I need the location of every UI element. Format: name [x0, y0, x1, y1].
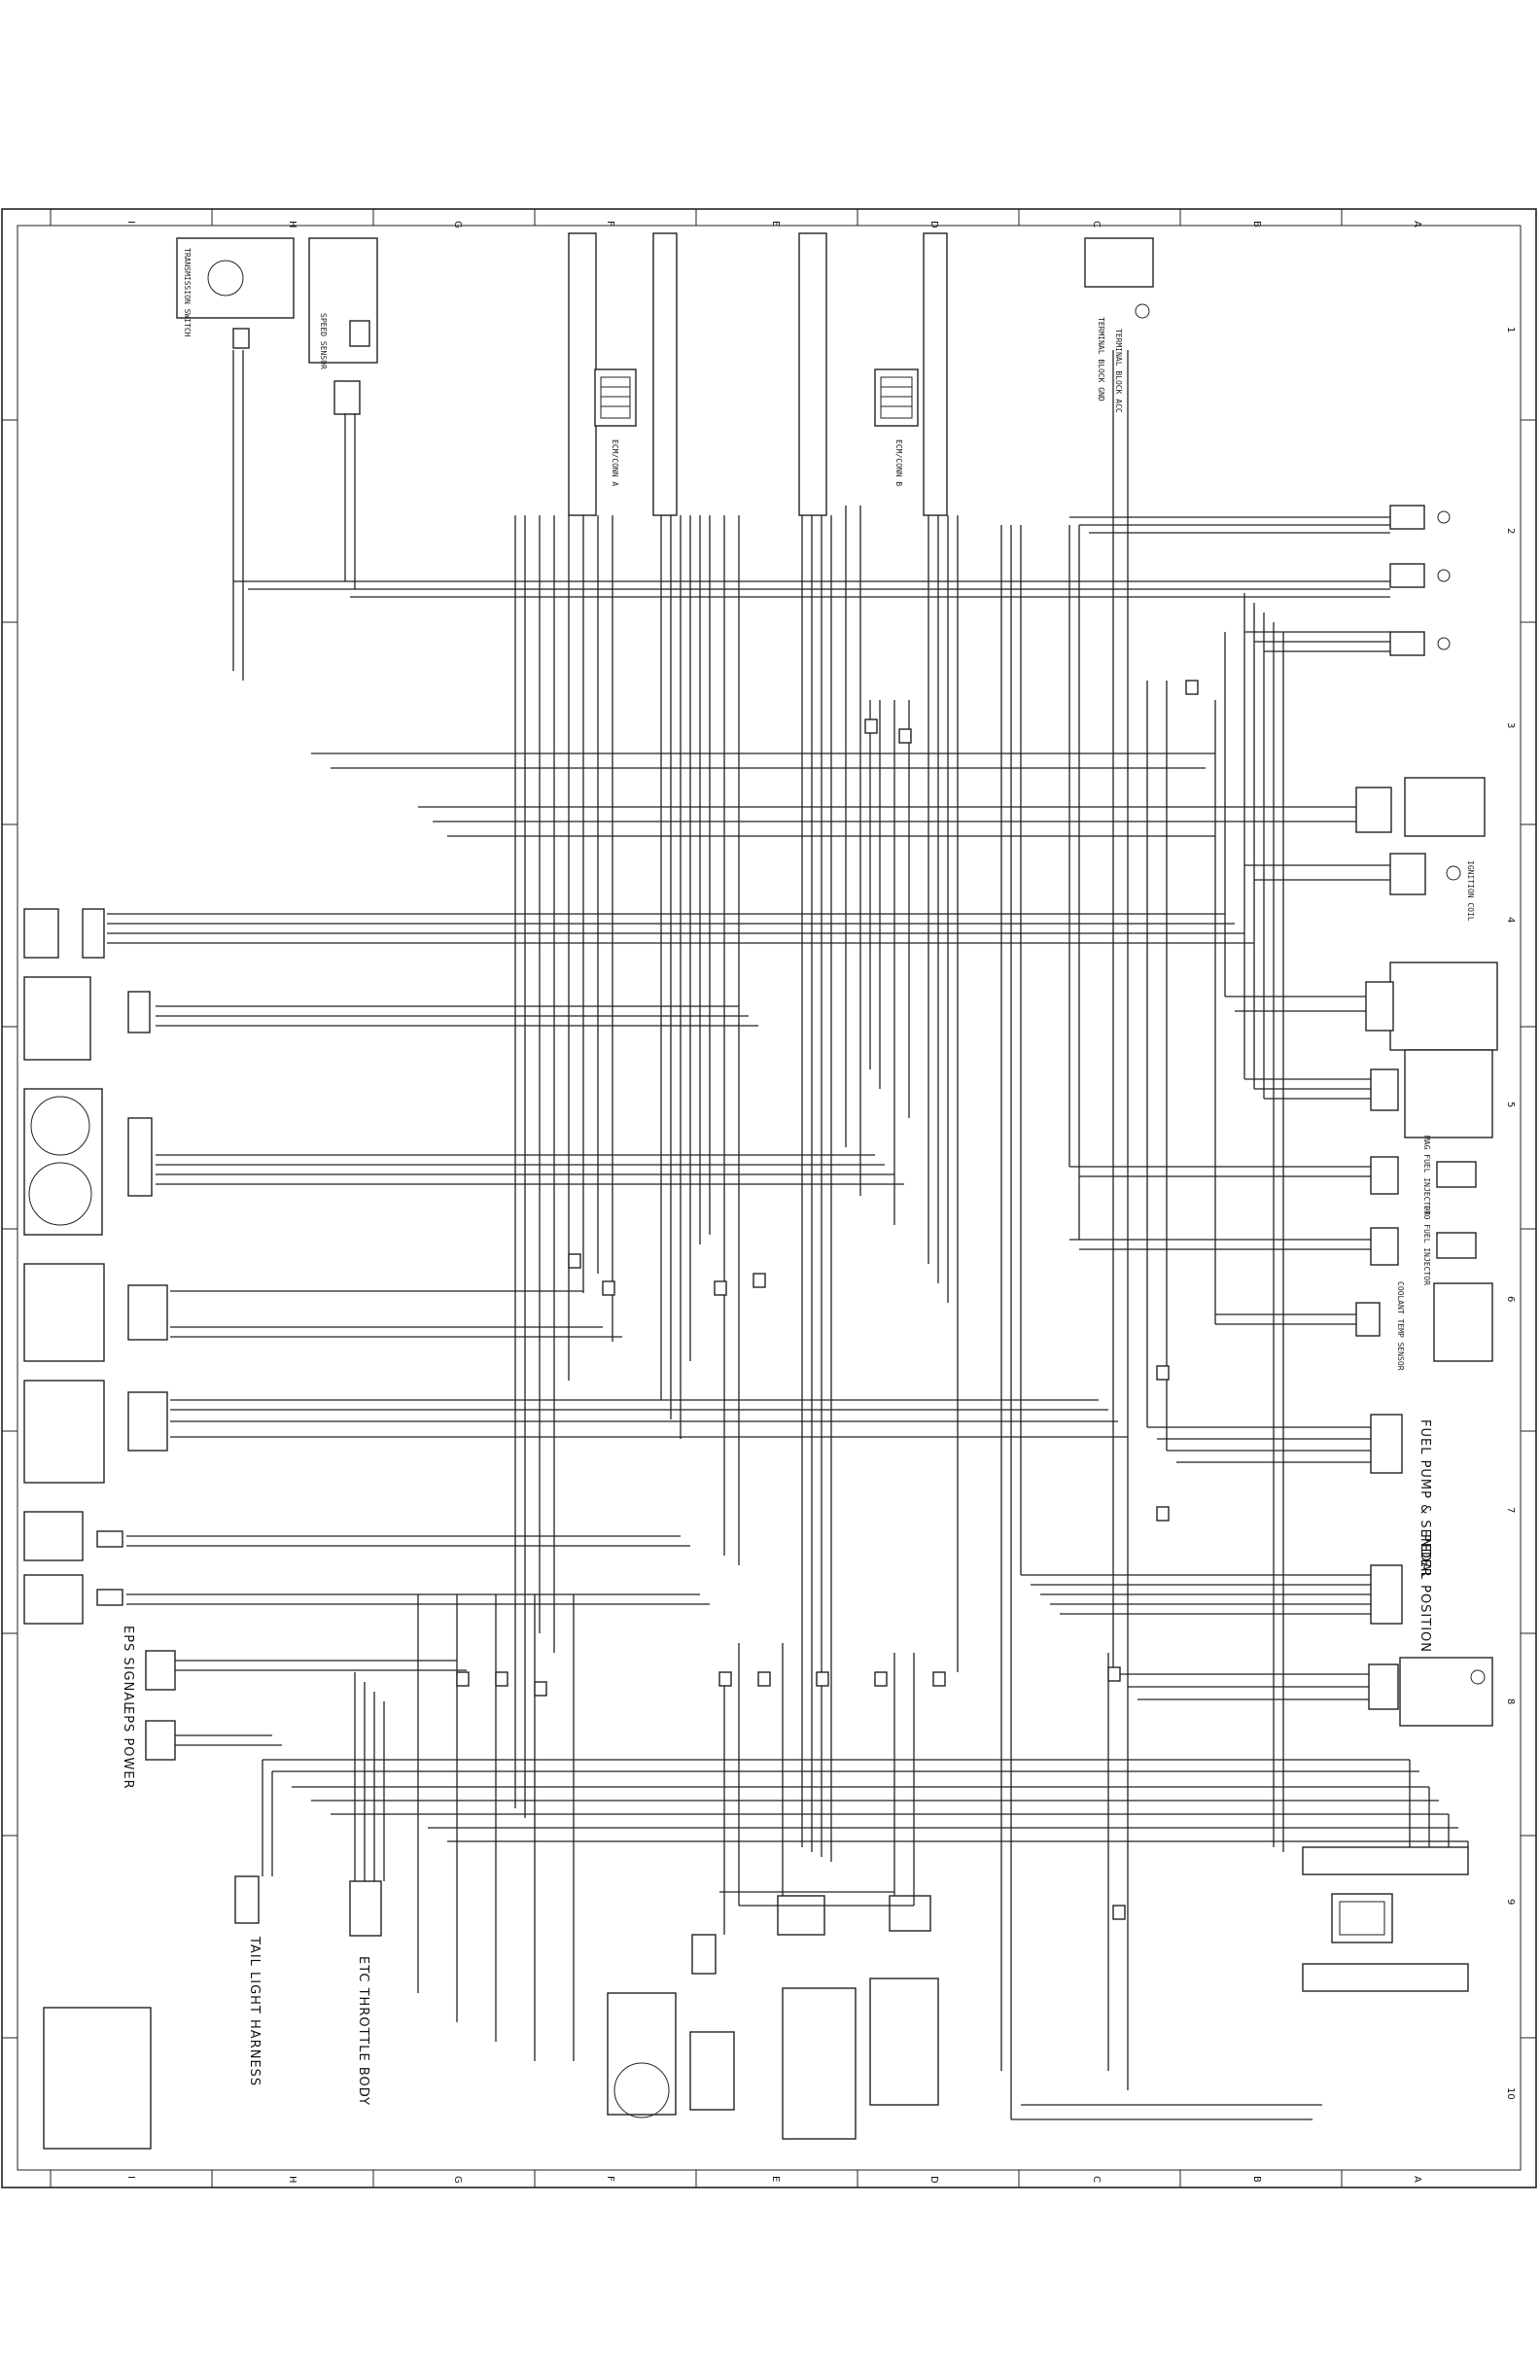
grid-letter: D [928, 221, 939, 228]
grid-letter: E [770, 221, 781, 227]
eps-signal-label: EPS SIGNAL [121, 1626, 135, 1709]
grid-ticks [2, 209, 1536, 2188]
drawing-border [1, 208, 1537, 2188]
harness-wires-vertical [232, 350, 1469, 2119]
ecm-conn-a-label: ECM/CONN A [611, 439, 619, 486]
grid-letter: A [1412, 221, 1422, 228]
ignition-coil-label: IGNITION COIL [1466, 860, 1475, 922]
grid-number: 10 [1505, 2087, 1516, 2100]
ecm-connector-b: ECM/CONN B [798, 232, 948, 516]
grid-letter: D [928, 2176, 939, 2184]
tail-light-harness-label: TAIL LIGHT HARNESS [247, 1936, 262, 2086]
grid-letter: F [605, 2176, 615, 2182]
splices [456, 680, 1199, 1920]
grid-letter: E [770, 2176, 781, 2182]
grid-number: 9 [1505, 1899, 1516, 1905]
grid-letters-top: I H G F E D C B A [125, 221, 1422, 228]
terminal-block-acc-label: TERMINAL BLOCK ACC [1114, 329, 1123, 413]
grid-number: 7 [1505, 1507, 1516, 1513]
speed-sensor: SPEED SENSOR [308, 237, 378, 415]
grid-number: 5 [1505, 1102, 1516, 1107]
grid-letter: B [1251, 2176, 1262, 2183]
pto-fuel-injector: PTO FUEL INJECTOR [1370, 1206, 1477, 1285]
mag-fuel-injector-label: MAG FUEL INJECTOR [1422, 1136, 1431, 1215]
bottom-connectors: TAIL LIGHT HARNESS ETC THROTTLE BODY [43, 1875, 939, 2150]
bottom-right-sensor [1368, 1657, 1493, 1727]
grid-number: 4 [1505, 917, 1516, 923]
grid-number: 6 [1505, 1296, 1516, 1302]
grid-letter: H [287, 2176, 298, 2184]
harness-wires-horizontal [107, 516, 1468, 2120]
grid-letter: C [1091, 2176, 1102, 2183]
fuel-pump-sender-label: FUEL PUMP & SENDER [1418, 1419, 1432, 1578]
grid-letter: I [125, 2176, 136, 2179]
ground-lugs [1389, 505, 1451, 656]
left-components: EPS SIGNAL EPS POWER [23, 908, 176, 1790]
grid-number: 3 [1505, 722, 1516, 728]
grid-number: 8 [1505, 1698, 1516, 1704]
transmission-switch: TRANSMISSION SWITCH [176, 237, 295, 349]
fuel-pump-sender: FUEL PUMP & SENDER [1370, 1414, 1432, 1578]
pto-fuel-injector-label: PTO FUEL INJECTOR [1422, 1206, 1431, 1285]
terminal-blocks: TERMINAL BLOCK GND TERMINAL BLOCK ACC [1084, 237, 1154, 413]
grid-letter: C [1091, 221, 1102, 228]
grid-number: 1 [1505, 327, 1516, 332]
grid-letter: G [452, 2176, 463, 2184]
grid-number: 2 [1505, 528, 1516, 534]
grid-letters-bottom: I H G F E D C B A [125, 2176, 1422, 2184]
grid-letter: F [605, 221, 615, 227]
eps-power-label: EPS POWER [121, 1706, 135, 1790]
drawing-inner-border [17, 225, 1522, 2171]
regulator [1365, 962, 1498, 1051]
coolant-temp-sensor: COOLANT TEMP SENSOR [1355, 1281, 1493, 1371]
mag-fuel-injector: MAG FUEL INJECTOR [1370, 1136, 1477, 1215]
terminal-block-gnd-label: TERMINAL BLOCK GND [1097, 317, 1105, 402]
start-solenoid [1355, 777, 1486, 837]
etc-throttle-body-label: ETC THROTTLE BODY [356, 1956, 370, 2106]
speed-sensor-label: SPEED SENSOR [319, 313, 328, 369]
main-connector [1302, 1846, 1469, 1992]
grid-letter: B [1251, 221, 1262, 228]
ecm-connector-a: ECM/CONN A [568, 232, 678, 516]
coolant-temp-sensor-label: COOLANT TEMP SENSOR [1396, 1281, 1405, 1371]
ignition-coil: IGNITION COIL [1389, 853, 1475, 922]
map-sensor [1370, 1049, 1493, 1138]
grid-letter: A [1412, 2176, 1422, 2183]
grid-letter: G [452, 221, 463, 228]
ecm-conn-b-label: ECM/CONN B [894, 439, 903, 486]
grid-letter: I [125, 221, 136, 224]
grid-numbers-right: 1 2 3 4 5 6 7 8 9 10 [1505, 327, 1516, 2100]
transmission-switch-label: TRANSMISSION SWITCH [183, 248, 192, 337]
grid-letter: H [287, 221, 298, 228]
